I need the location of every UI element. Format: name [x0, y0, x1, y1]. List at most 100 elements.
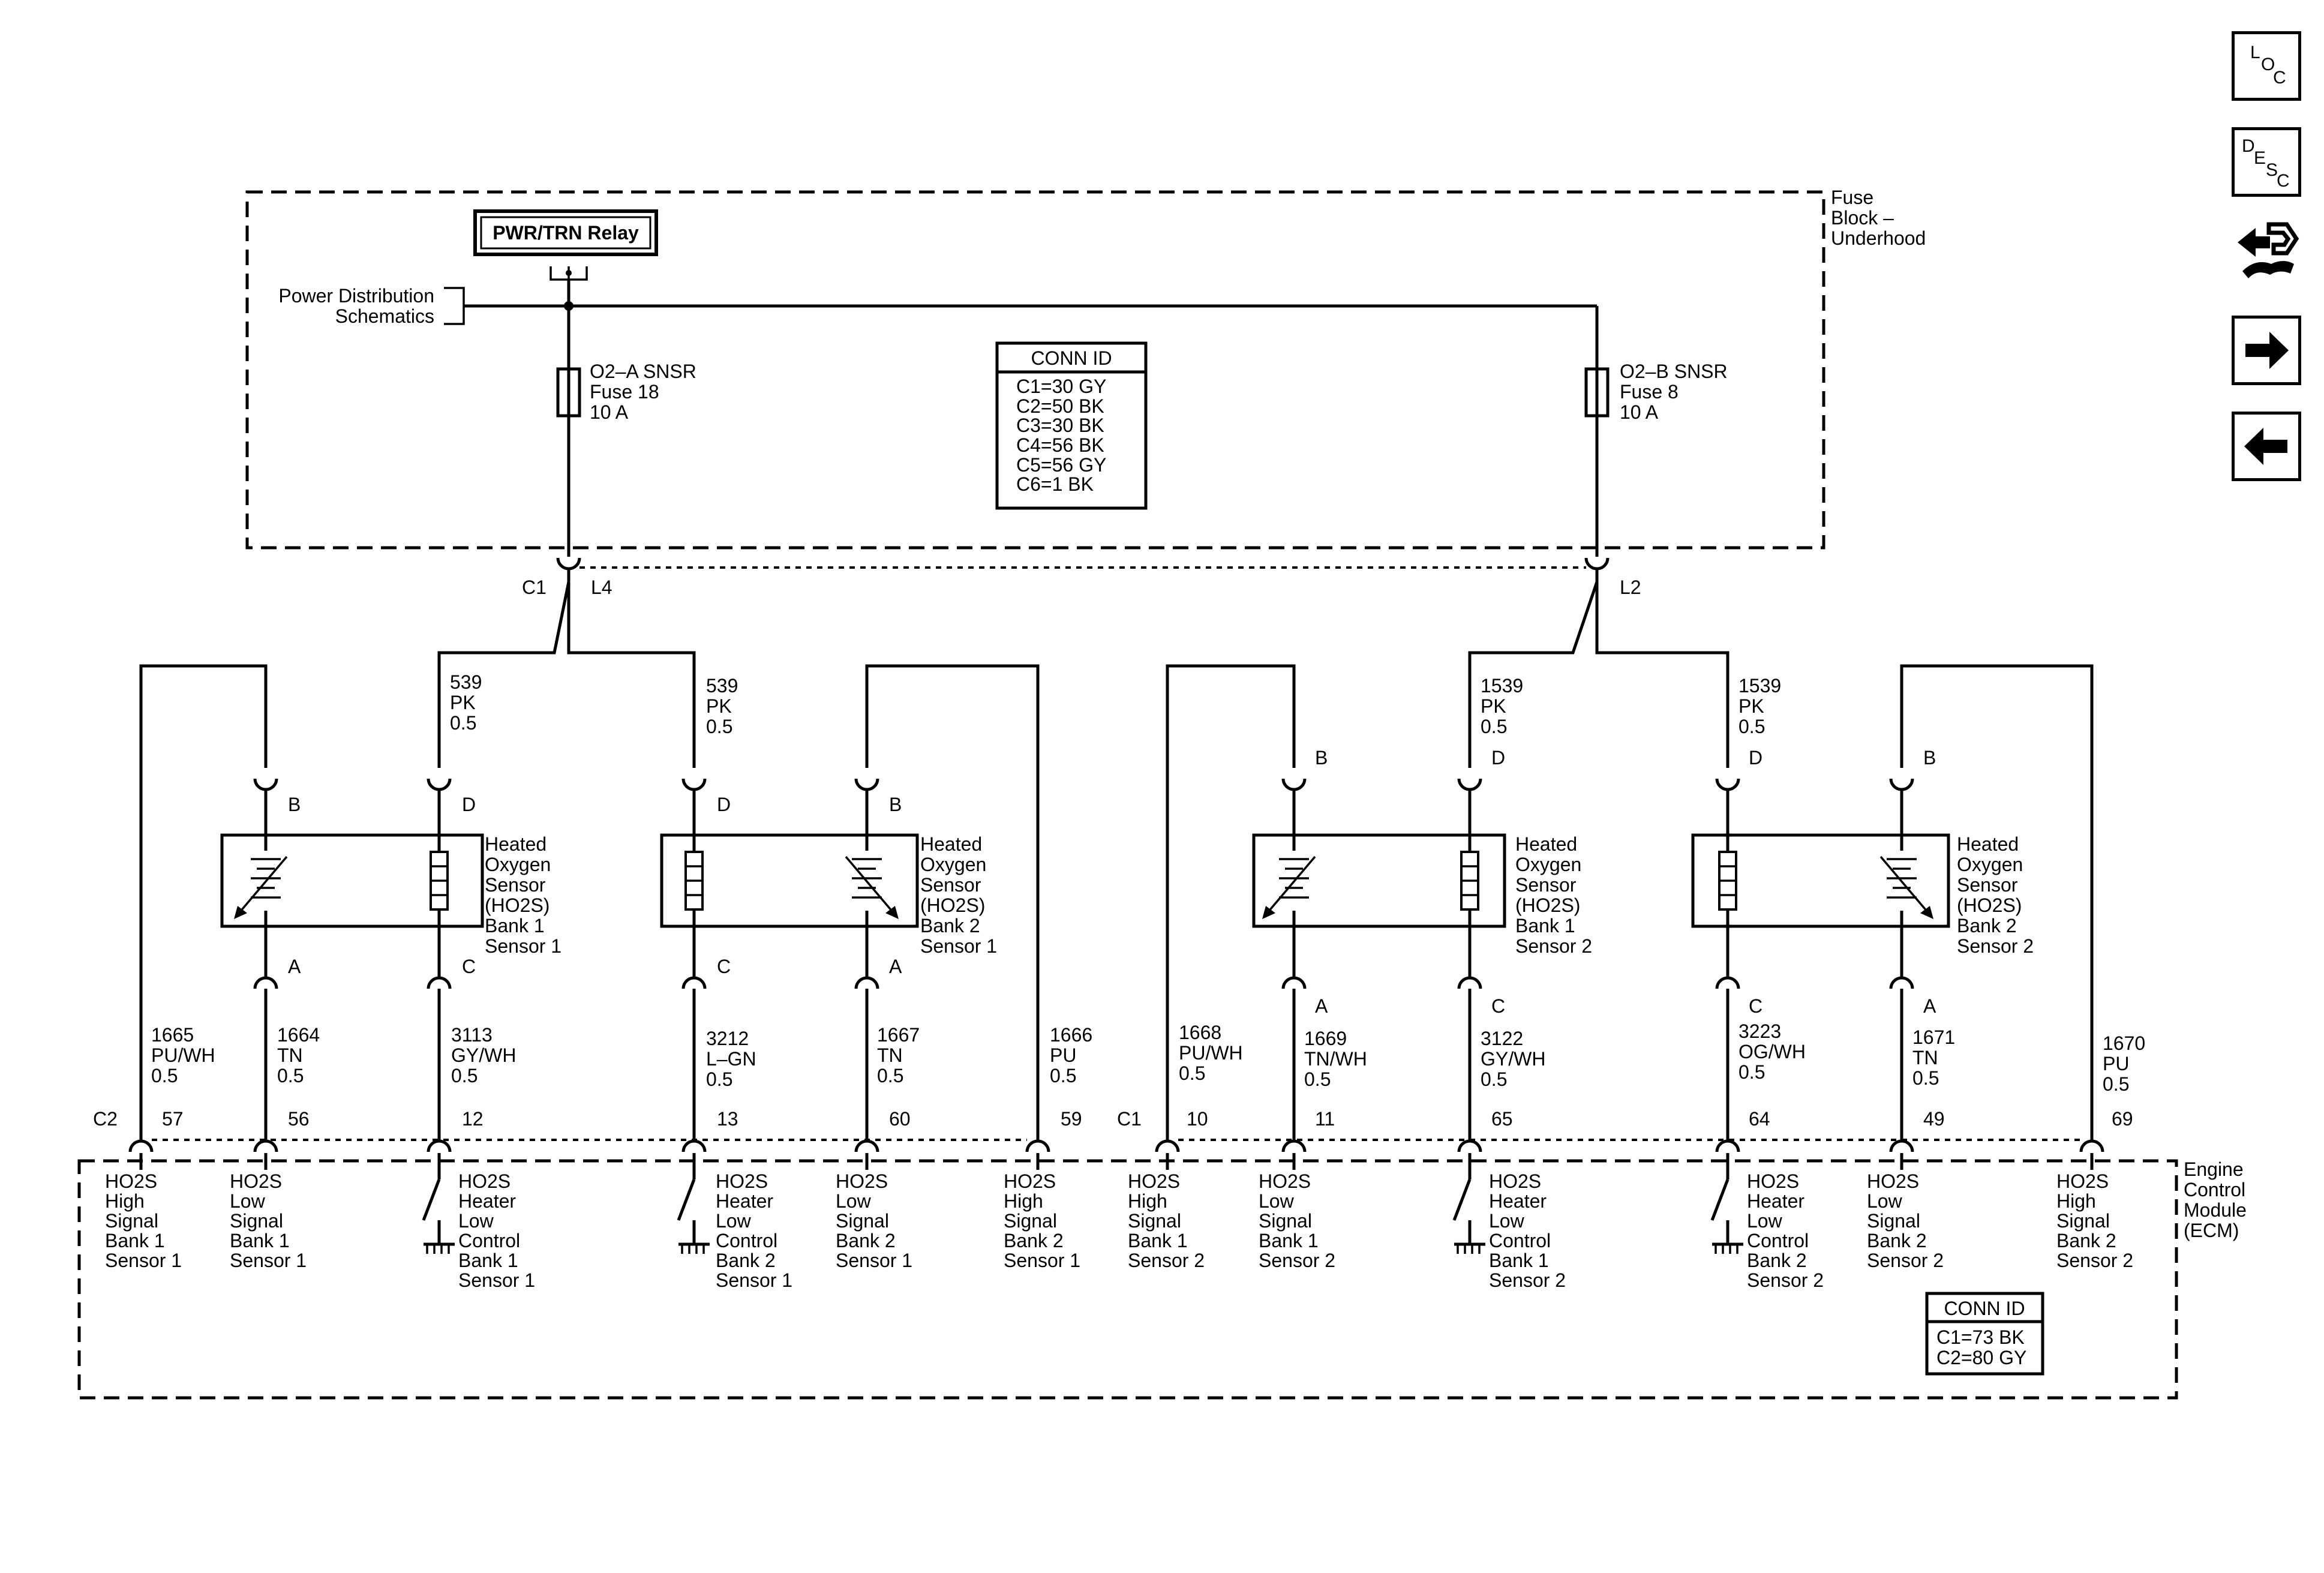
- svg-text:Bank 2: Bank 2: [836, 1230, 896, 1251]
- connector-c1-l4[interactable]: [556, 557, 581, 571]
- heater-driver-switch: [422, 1153, 455, 1254]
- svg-text:1671: 1671: [1912, 1026, 1955, 1048]
- svg-text:1665: 1665: [151, 1024, 194, 1046]
- svg-text:HO2S: HO2S: [2056, 1170, 2109, 1192]
- svg-text:Oxygen: Oxygen: [485, 854, 551, 875]
- svg-text:Heater: Heater: [716, 1190, 773, 1212]
- sensor-label: Heated Oxygen Sensor (HO2S) Bank 1 Senso…: [1515, 833, 1592, 957]
- svg-text:10 A: 10 A: [1620, 401, 1659, 423]
- heater-element-icon: [684, 851, 704, 911]
- pin-label: D: [462, 794, 476, 815]
- svg-text:HO2S: HO2S: [1489, 1170, 1541, 1192]
- svg-text:Sensor 2: Sensor 2: [1957, 935, 2034, 957]
- fuse-block-label: Fuse Block – Underhood: [1831, 187, 1926, 249]
- fuse-o2-b-snsr[interactable]: [1584, 367, 1610, 418]
- svg-text:PU: PU: [2103, 1053, 2129, 1074]
- fuse-block-boundary: [245, 190, 1825, 550]
- svg-text:Sensor 1: Sensor 1: [920, 935, 997, 957]
- sensor-label: Heated Oxygen Sensor (HO2S) Bank 1 Senso…: [485, 833, 562, 957]
- oxygen-sensing-element-icon: [234, 851, 288, 919]
- svg-text:HO2S: HO2S: [1867, 1170, 1919, 1192]
- svg-text:(HO2S): (HO2S): [1957, 894, 2022, 916]
- wire-1666[interactable]: [865, 664, 1040, 1141]
- feed-wire-1539-right[interactable]: [1595, 582, 1730, 768]
- desc-button[interactable]: D E S C: [2232, 127, 2301, 197]
- power-distribution-ref[interactable]: Power Distribution Schematics: [278, 285, 465, 327]
- svg-text:PK: PK: [706, 695, 732, 717]
- pin-label: C: [462, 956, 476, 977]
- feed-wire-label: 539 PK 0.5: [706, 675, 738, 737]
- svg-text:(ECM): (ECM): [2184, 1220, 2239, 1241]
- pwr-trn-relay[interactable]: PWR/TRN Relay: [473, 209, 658, 256]
- feed-wire-1539-left[interactable]: [1468, 581, 1599, 768]
- sensor-to-ecm-wires[interactable]: [264, 989, 1903, 1141]
- next-page-button[interactable]: [2232, 316, 2301, 385]
- connector-c1-label: C1: [522, 577, 547, 598]
- svg-text:Bank 2: Bank 2: [1867, 1230, 1927, 1251]
- svg-text:Low: Low: [230, 1190, 266, 1212]
- connector-end-view-icon: [2238, 222, 2299, 278]
- wire-1665[interactable]: [139, 664, 268, 1141]
- svg-text:(HO2S): (HO2S): [920, 894, 985, 916]
- svg-text:Signal: Signal: [1128, 1210, 1181, 1232]
- sensor-label: Heated Oxygen Sensor (HO2S) Bank 2 Senso…: [1957, 833, 2034, 957]
- svg-text:PWR/TRN Relay: PWR/TRN Relay: [493, 222, 639, 244]
- fuse-o2-a-snsr[interactable]: [556, 367, 581, 418]
- svg-text:OG/WH: OG/WH: [1739, 1041, 1806, 1062]
- svg-text:Bank 2: Bank 2: [1747, 1250, 1807, 1271]
- heater-driver-switch: [677, 1153, 710, 1254]
- svg-text:Bank 1: Bank 1: [458, 1250, 518, 1271]
- svg-text:Sensor 2: Sensor 2: [1128, 1250, 1205, 1271]
- wire-1668[interactable]: [1166, 664, 1296, 1141]
- ecm-function-label: HO2S Low Signal Bank 2 Sensor 2: [1867, 1170, 1944, 1271]
- svg-text:Bank 2: Bank 2: [716, 1250, 776, 1271]
- svg-text:Oxygen: Oxygen: [1957, 854, 2023, 875]
- svg-text:Oxygen: Oxygen: [1515, 854, 1581, 875]
- svg-text:High: High: [1004, 1190, 1043, 1212]
- svg-text:Bank 1: Bank 1: [485, 915, 545, 936]
- svg-text:Bank 1: Bank 1: [105, 1230, 165, 1251]
- svg-text:PK: PK: [1739, 695, 1764, 717]
- loc-button[interactable]: L O C: [2232, 31, 2301, 101]
- ecm-internal-stubs: [139, 1153, 2094, 1170]
- svg-text:Sensor 2: Sensor 2: [1867, 1250, 1944, 1271]
- feed-wire-539-right[interactable]: [567, 582, 696, 768]
- fuse-a-label: O2–A SNSR Fuse 18 10 A: [590, 361, 696, 423]
- previous-arrow-icon: [2244, 428, 2287, 465]
- feed-wire-539-left[interactable]: [437, 581, 571, 768]
- svg-text:Sensor: Sensor: [1957, 874, 2018, 896]
- svg-text:HO2S: HO2S: [458, 1170, 511, 1192]
- svg-text:Control: Control: [716, 1230, 777, 1251]
- previous-page-button[interactable]: [2232, 412, 2301, 481]
- svg-text:GY/WH: GY/WH: [451, 1044, 516, 1066]
- svg-text:0.5: 0.5: [1739, 1061, 1765, 1083]
- svg-text:Bank 2: Bank 2: [920, 915, 980, 936]
- ecm-connector-c2[interactable]: [128, 1139, 1050, 1152]
- svg-text:Sensor: Sensor: [920, 874, 981, 896]
- connector-l2[interactable]: [1584, 557, 1610, 571]
- pin-label: C: [1491, 995, 1505, 1017]
- svg-text:O: O: [2261, 55, 2275, 74]
- svg-text:57: 57: [162, 1108, 184, 1130]
- svg-text:3212: 3212: [706, 1028, 749, 1049]
- svg-text:65: 65: [1491, 1108, 1513, 1130]
- ho2s-bank2-sensor1[interactable]: [660, 833, 919, 928]
- svg-text:C: C: [2277, 171, 2290, 191]
- svg-text:(HO2S): (HO2S): [1515, 894, 1580, 916]
- svg-text:1669: 1669: [1304, 1028, 1347, 1049]
- svg-text:0.5: 0.5: [1050, 1065, 1076, 1086]
- connector-end-view-button[interactable]: [2232, 216, 2301, 286]
- svg-text:0.5: 0.5: [2103, 1073, 2129, 1095]
- svg-text:60: 60: [889, 1108, 911, 1130]
- ecm-connector-c1[interactable]: [1155, 1139, 2104, 1152]
- svg-text:1539: 1539: [1481, 675, 1523, 697]
- svg-text:Sensor 2: Sensor 2: [1489, 1269, 1566, 1291]
- wire-1670[interactable]: [1900, 664, 2094, 1141]
- svg-text:C5=56 GY: C5=56 GY: [1016, 454, 1106, 476]
- heater-element-icon: [1718, 851, 1737, 911]
